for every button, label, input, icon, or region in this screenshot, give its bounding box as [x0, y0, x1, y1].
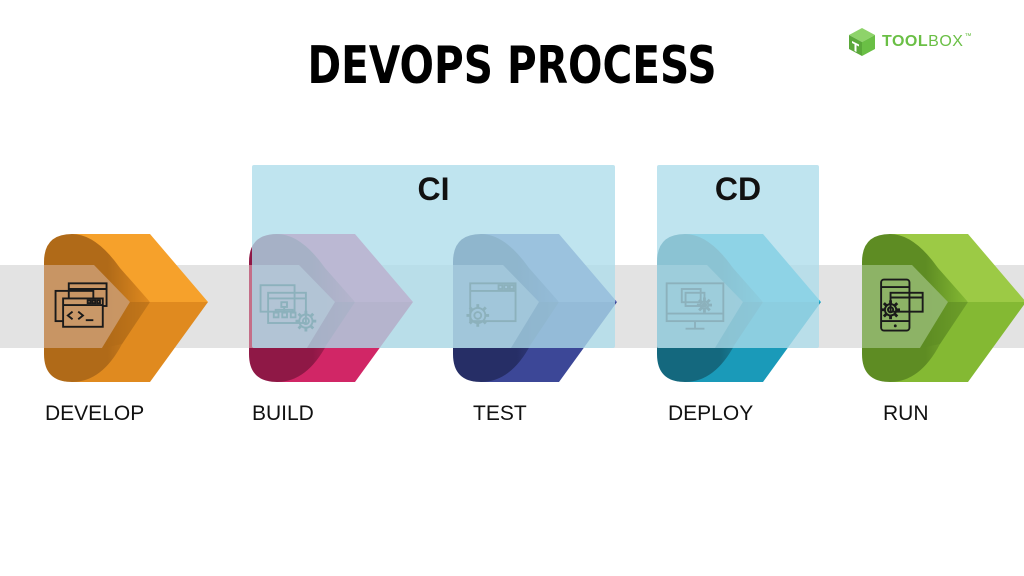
stage-label-test: TEST	[473, 402, 527, 425]
logo-text: TOOLBOX™	[882, 33, 972, 50]
run-chevron-shape	[862, 234, 1024, 382]
toolbox-logo: TOOLBOX™	[848, 26, 972, 58]
stage-label-develop: DEVELOP	[45, 402, 145, 425]
stage-label-build: BUILD	[252, 402, 314, 425]
cd-label: CD	[714, 171, 762, 207]
mobile-gear-icon	[880, 278, 924, 332]
cube-logo-icon	[849, 28, 875, 56]
code-windows-icon	[54, 282, 108, 328]
stage-label-deploy: DEPLOY	[668, 402, 754, 425]
cd-group: CD	[657, 165, 819, 348]
stage-label-run: RUN	[883, 402, 929, 425]
stage-run	[862, 234, 1024, 382]
ci-group: CI	[252, 165, 615, 348]
page-title: DEVOPS PROCESS	[307, 36, 717, 96]
stage-develop	[44, 234, 208, 382]
ci-label: CI	[417, 171, 450, 207]
